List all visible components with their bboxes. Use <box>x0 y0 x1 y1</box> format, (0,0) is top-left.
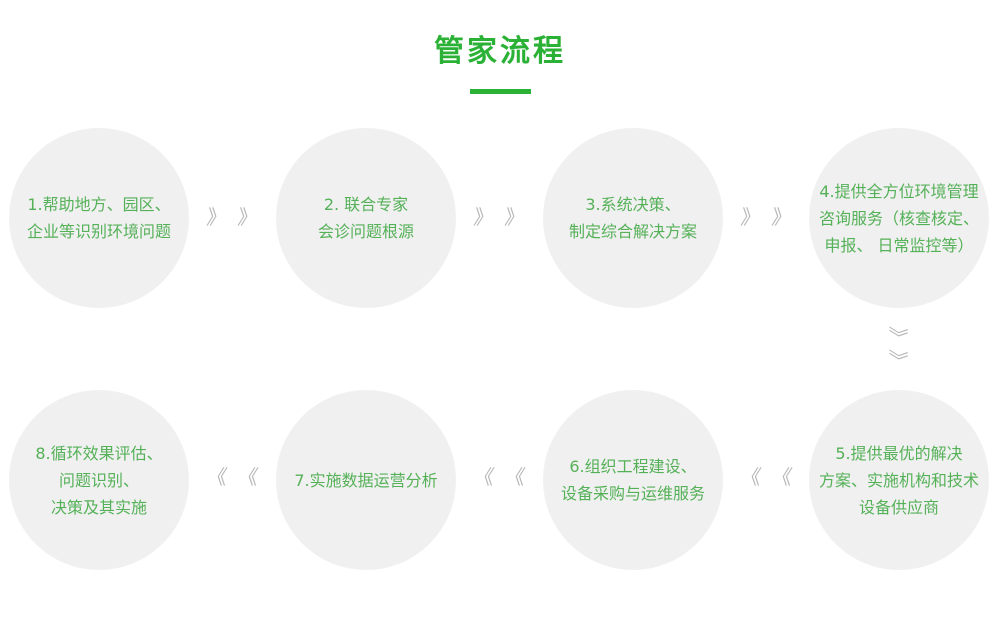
chevron-left-icon: 《 <box>739 465 763 489</box>
step-line: 4.提供全方位环境管理 <box>819 181 979 201</box>
arrow-down-4-5: 》 》 <box>886 325 910 372</box>
step-line: 8.循环效果评估、 <box>35 443 163 463</box>
chevron-right-icon: 》 <box>205 205 229 229</box>
chevron-left-icon: 《 <box>472 465 496 489</box>
chevron-right-icon: 》 <box>236 205 260 229</box>
chevron-down-icon: 》 <box>886 325 910 349</box>
step-line: 决策及其实施 <box>50 497 147 517</box>
chevron-down-icon: 》 <box>886 348 910 372</box>
chevron-left-icon: 《 <box>205 465 229 489</box>
arrow-back-7-8: 《 《 <box>205 465 260 489</box>
arrow-forward-2-3: 》 》 <box>472 205 527 229</box>
step-circle-7: 7.实施数据运营分析 <box>276 390 456 570</box>
title-underline <box>470 89 531 94</box>
arrow-forward-3-4: 》 》 <box>739 205 794 229</box>
step-circle-3: 3.系统决策、 制定综合解决方案 <box>543 128 723 308</box>
step-circle-4: 4.提供全方位环境管理 咨询服务（核查核定、 申报、 日常监控等） <box>809 128 989 308</box>
chevron-left-icon: 《 <box>503 465 527 489</box>
step-line: 问题识别、 <box>58 470 139 490</box>
step-line: 制定综合解决方案 <box>568 222 697 241</box>
arrow-back-6-7: 《 《 <box>472 465 527 489</box>
chevron-right-icon: 》 <box>503 205 527 229</box>
step-line: 5.提供最优的解决 <box>835 443 963 463</box>
step-circle-1: 1.帮助地方、园区、 企业等识别环境问题 <box>9 128 189 308</box>
step-line: 设备采购与运维服务 <box>560 484 705 503</box>
step-line: 企业等识别环境问题 <box>26 222 171 241</box>
step-circle-2: 2. 联合专家 会诊问题根源 <box>276 128 456 308</box>
step-circle-5: 5.提供最优的解决 方案、实施机构和技术 设备供应商 <box>809 390 989 570</box>
chevron-left-icon: 《 <box>770 465 794 489</box>
chevron-left-icon: 《 <box>236 465 260 489</box>
step-line: 咨询服务（核查核定、 <box>818 208 979 228</box>
step-line: 设备供应商 <box>858 497 939 517</box>
step-line: 2. 联合专家 <box>323 195 409 214</box>
chevron-right-icon: 》 <box>739 205 763 229</box>
page-title: 管家流程 <box>434 34 566 69</box>
step-line: 7.实施数据运营分析 <box>294 470 438 490</box>
step-circle-6: 6.组织工程建设、 设备采购与运维服务 <box>543 390 723 570</box>
arrow-back-5-6: 《 《 <box>739 465 794 489</box>
chevron-right-icon: 》 <box>770 205 794 229</box>
step-line: 方案、实施机构和技术 <box>818 470 979 490</box>
step-line: 6.组织工程建设、 <box>569 457 697 476</box>
step-line: 3.系统决策、 <box>585 195 681 214</box>
chevron-right-icon: 》 <box>472 205 496 229</box>
step-line: 1.帮助地方、园区、 <box>27 195 171 214</box>
arrow-forward-1-2: 》 》 <box>205 205 260 229</box>
step-circle-8: 8.循环效果评估、 问题识别、 决策及其实施 <box>9 390 189 570</box>
step-line: 申报、 日常监控等） <box>824 235 974 255</box>
step-line: 会诊问题根源 <box>317 222 414 241</box>
